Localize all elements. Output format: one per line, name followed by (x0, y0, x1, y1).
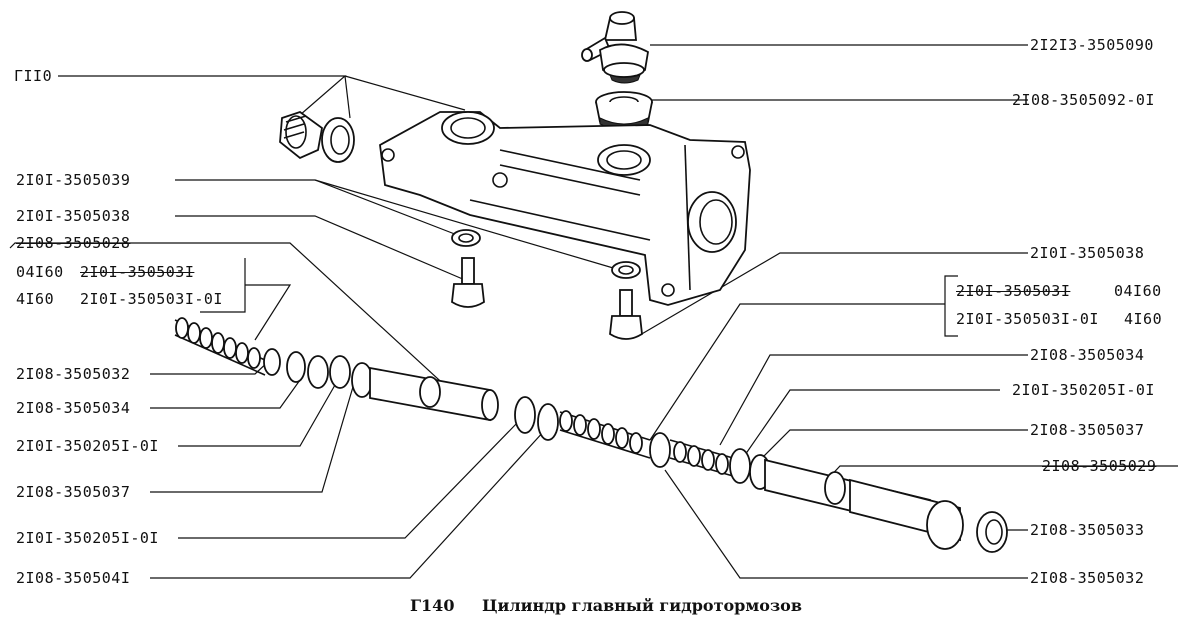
part-label: 04I60 (1114, 282, 1162, 300)
figure-code: Г140 (410, 596, 455, 615)
piston-assembly (174, 317, 1008, 553)
reservoir-fitting (581, 11, 649, 84)
part-label: 2I0I-350205I-0I (16, 529, 159, 547)
figure-caption: Г140 Цилиндр главный гидротормозов (410, 596, 802, 615)
stop-bolts (451, 229, 643, 340)
plug-and-ring (279, 110, 355, 163)
part-label: 2I08-3505034 (1030, 346, 1145, 364)
part-label: 2I08-3505034 (16, 399, 131, 417)
part-label: 2I0I-3505039 (16, 171, 131, 189)
part-label: 2I0I-350205I-0I (1012, 381, 1155, 399)
part-label: 2I0I-350205I-0I (16, 437, 159, 455)
part-label: 2I08-3505037 (1030, 421, 1145, 439)
part-label: 2I0I-350503I-0I (80, 290, 223, 308)
part-label: 2I2I3-3505090 (1030, 36, 1154, 54)
part-label: 2I0I-350503I (956, 282, 1071, 300)
part-label: 2I08-3505032 (1030, 569, 1145, 587)
part-label: 2I08-3505037 (16, 483, 131, 501)
part-label: 4I60 (1124, 310, 1163, 328)
part-label: 2I0I-3505038 (1030, 244, 1145, 262)
part-label: ГII0 (14, 67, 53, 85)
part-label: 2I08-3505092-0I (1012, 91, 1155, 109)
part-label: 2I08-3505033 (1030, 521, 1145, 539)
figure-title: Цилиндр главный гидротормозов (482, 596, 802, 615)
part-label: 2I08-350504I (16, 569, 131, 587)
part-label: 04I60 (16, 263, 64, 281)
part-label: 2I0I-3505038 (16, 207, 131, 225)
leader-lines (9, 44, 1178, 579)
part-label: 2I08-3505029 (1042, 457, 1157, 475)
part-label: 2I0I-350503I (80, 263, 195, 281)
part-label: 2I08-3505032 (16, 365, 131, 383)
part-label: 2I08-3505028 (16, 234, 131, 252)
part-label: 2I0I-350503I-0I (956, 310, 1099, 328)
part-label: 4I60 (16, 290, 55, 308)
cylinder-body (379, 111, 751, 306)
